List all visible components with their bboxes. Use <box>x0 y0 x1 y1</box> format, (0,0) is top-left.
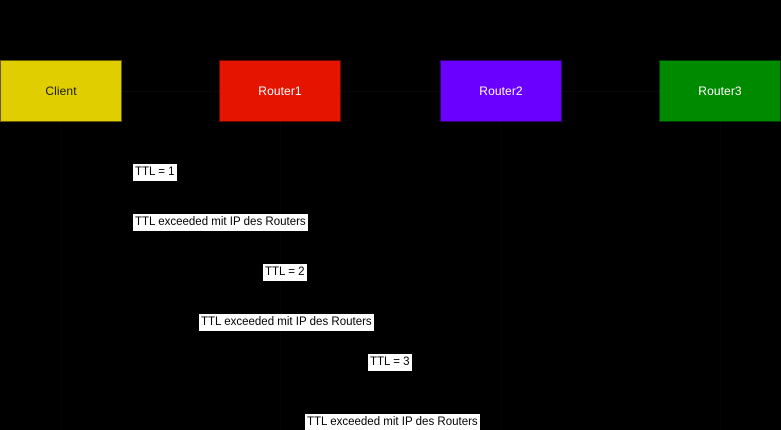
connector-client-router1 <box>121 91 220 92</box>
connector-router1-router2 <box>341 91 441 92</box>
message-label-ttl-2-reply: TTL exceeded mit IP des Routers <box>199 314 374 331</box>
node-client-label: Client <box>45 84 77 98</box>
message-label-ttl-3-reply: TTL exceeded mit IP des Routers <box>305 414 480 430</box>
message-label-ttl-3-request: TTL = 3 <box>368 354 412 371</box>
lifeline-router2 <box>500 122 501 430</box>
lifeline-router3 <box>720 122 721 430</box>
node-router2[interactable]: Router2 <box>440 60 562 122</box>
node-client[interactable]: Client <box>0 60 122 122</box>
node-router1-label: Router1 <box>258 84 302 98</box>
connector-router2-router3 <box>562 91 660 92</box>
lifeline-client <box>60 122 61 430</box>
message-label-ttl-2-request: TTL = 2 <box>263 264 307 281</box>
node-router3-label: Router3 <box>698 84 742 98</box>
node-router2-label: Router2 <box>479 84 523 98</box>
node-router1[interactable]: Router1 <box>219 60 341 122</box>
node-router3[interactable]: Router3 <box>659 60 781 122</box>
message-label-ttl-1-reply: TTL exceeded mit IP des Routers <box>133 214 308 231</box>
message-label-ttl-1-request: TTL = 1 <box>133 164 177 181</box>
